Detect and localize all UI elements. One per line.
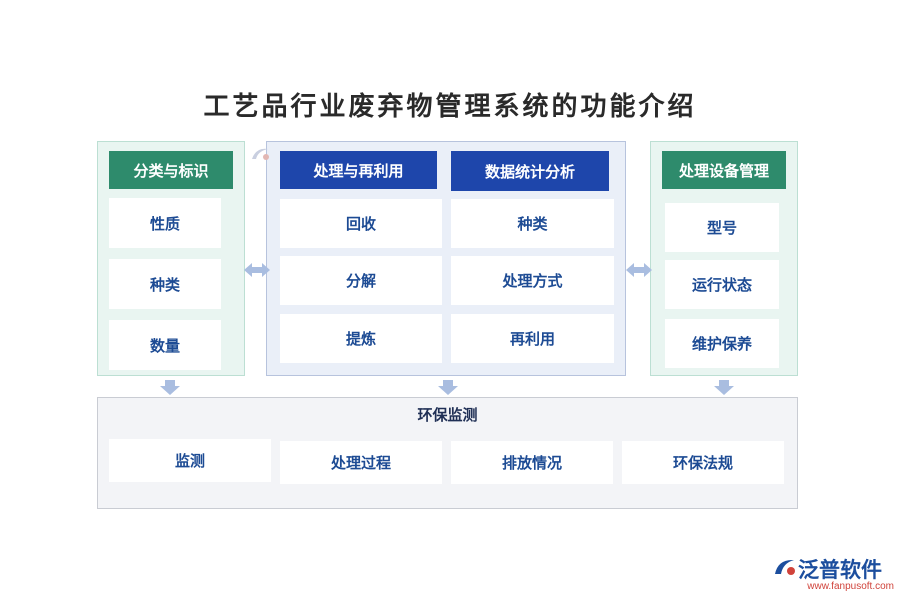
monitoring-item-monitor: 监测 [109, 439, 271, 482]
classification-header: 分类与标识 [109, 151, 233, 189]
equipment-item-status: 运行状态 [665, 260, 779, 309]
reuse-item-decompose: 分解 [280, 256, 442, 305]
monitoring-item-process: 处理过程 [280, 441, 442, 484]
statistics-header: 数据统计分析 [451, 151, 609, 191]
statistics-item-method: 处理方式 [451, 256, 614, 305]
equipment-header: 处理设备管理 [662, 151, 786, 189]
middle-right-double-arrow-icon [626, 263, 652, 277]
monitoring-item-regulation: 环保法规 [622, 441, 784, 484]
brand-logo-icon [775, 559, 795, 575]
brand-name: 泛普软件 [798, 558, 882, 582]
page-title: 工艺品行业废弃物管理系统的功能介绍 [203, 92, 697, 122]
left-down-arrow-icon [160, 380, 180, 395]
classification-item-quantity: 数量 [109, 320, 221, 370]
brand-url: www.fanpusoft.com [807, 581, 894, 592]
middle-down-arrow-icon [438, 380, 458, 395]
monitoring-item-emission: 排放情况 [451, 441, 613, 484]
equipment-item-model: 型号 [665, 203, 779, 252]
reuse-header: 处理与再利用 [280, 151, 437, 189]
classification-item-nature: 性质 [109, 198, 221, 248]
brand-logo: 泛普软件 www.fanpusoft.com [770, 554, 894, 594]
right-down-arrow-icon [714, 380, 734, 395]
reuse-item-recycle: 回收 [280, 199, 442, 248]
watermark-logo-icon [252, 148, 269, 160]
left-middle-double-arrow-icon [244, 263, 270, 277]
reuse-item-refine: 提炼 [280, 314, 442, 363]
monitoring-header: 环保监测 [417, 406, 478, 424]
classification-item-type: 种类 [109, 259, 221, 309]
statistics-item-reuse: 再利用 [451, 314, 614, 363]
equipment-item-maintenance: 维护保养 [665, 319, 779, 368]
statistics-item-type: 种类 [451, 199, 614, 248]
